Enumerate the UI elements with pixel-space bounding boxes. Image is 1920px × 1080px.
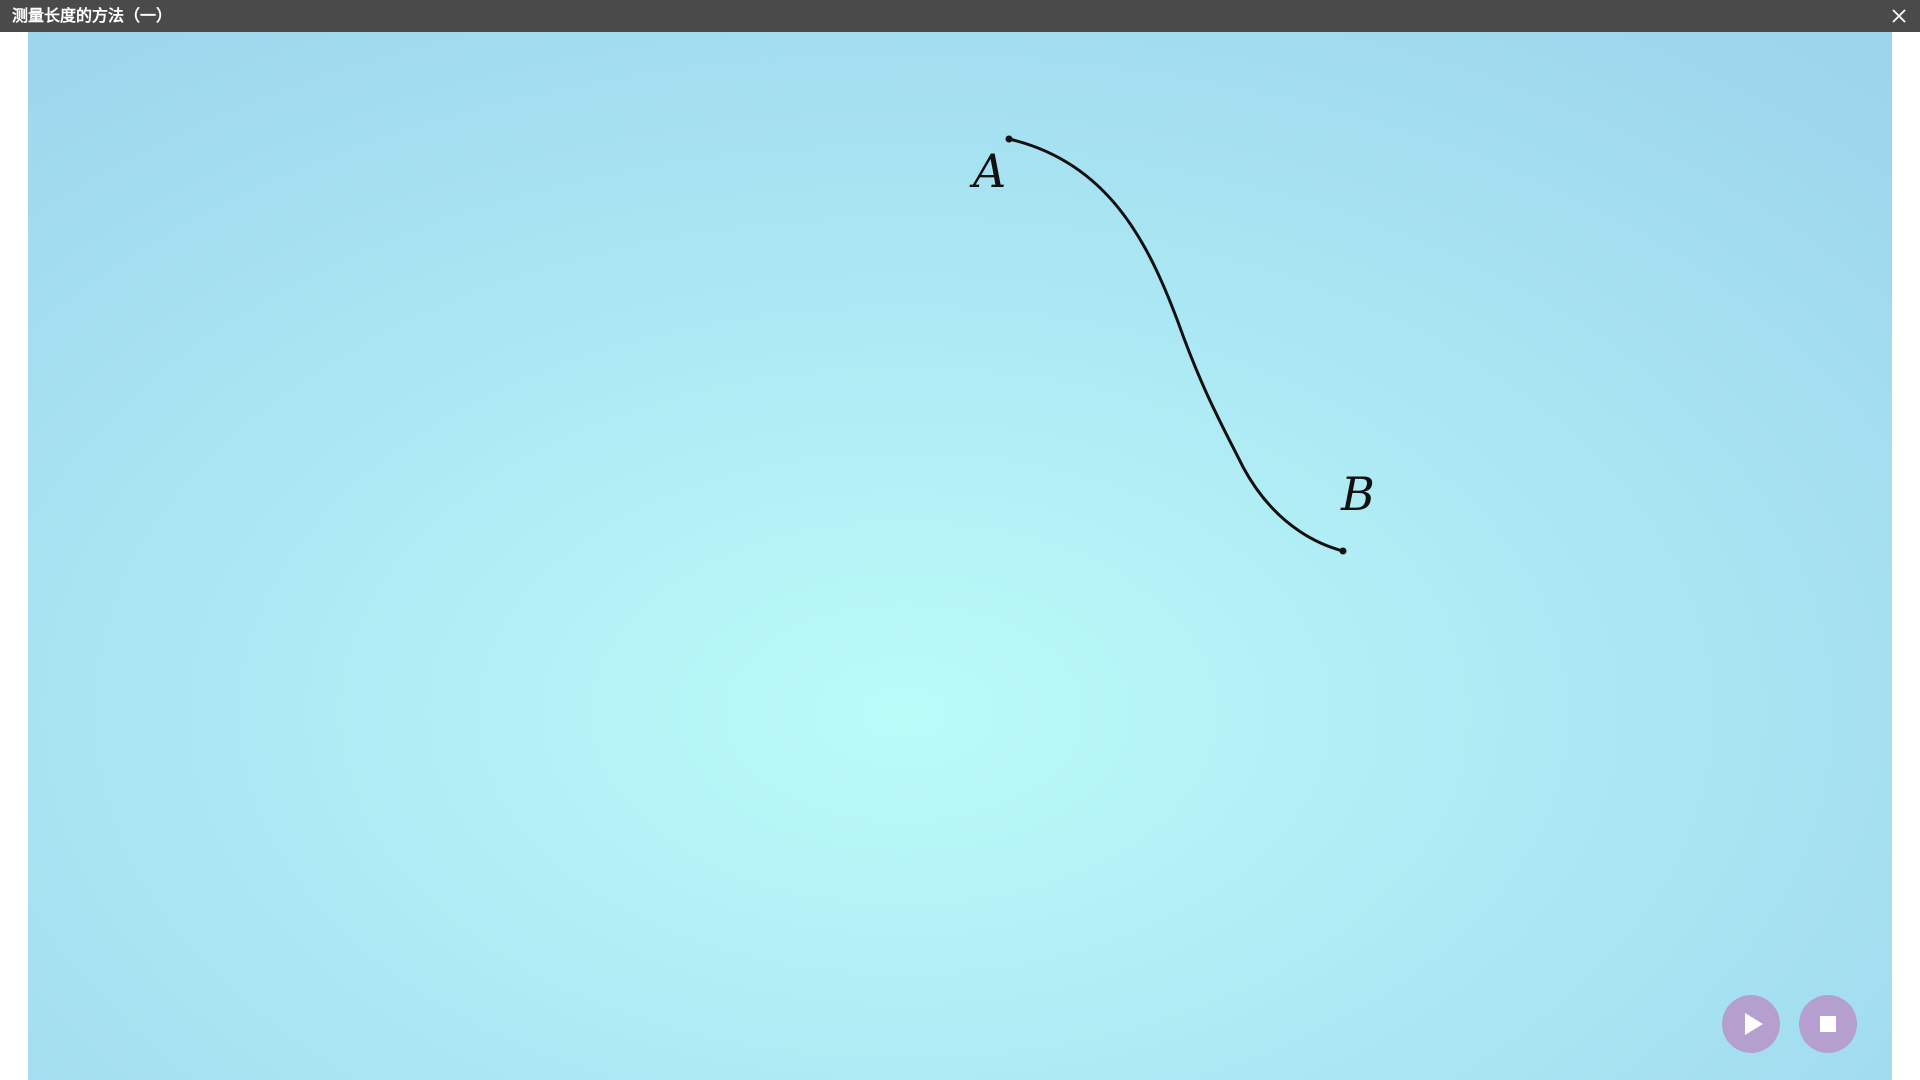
- animation-canvas: A B: [28, 32, 1892, 1080]
- title-bar: 测量长度的方法（一）: [0, 0, 1920, 32]
- window-title: 测量长度的方法（一）: [12, 6, 173, 25]
- point-a-dot: [1005, 135, 1013, 143]
- curve-ab: [1008, 137, 1344, 553]
- play-button[interactable]: [1722, 995, 1780, 1053]
- curve-diagram: A B: [969, 135, 1375, 555]
- point-a-label: A: [969, 144, 1006, 198]
- play-icon: [1745, 1013, 1763, 1035]
- close-icon[interactable]: [1890, 7, 1908, 25]
- stop-button[interactable]: [1799, 995, 1857, 1053]
- point-b-label: B: [1340, 467, 1375, 521]
- point-b-dot: [1339, 547, 1347, 555]
- stop-icon: [1820, 1016, 1836, 1032]
